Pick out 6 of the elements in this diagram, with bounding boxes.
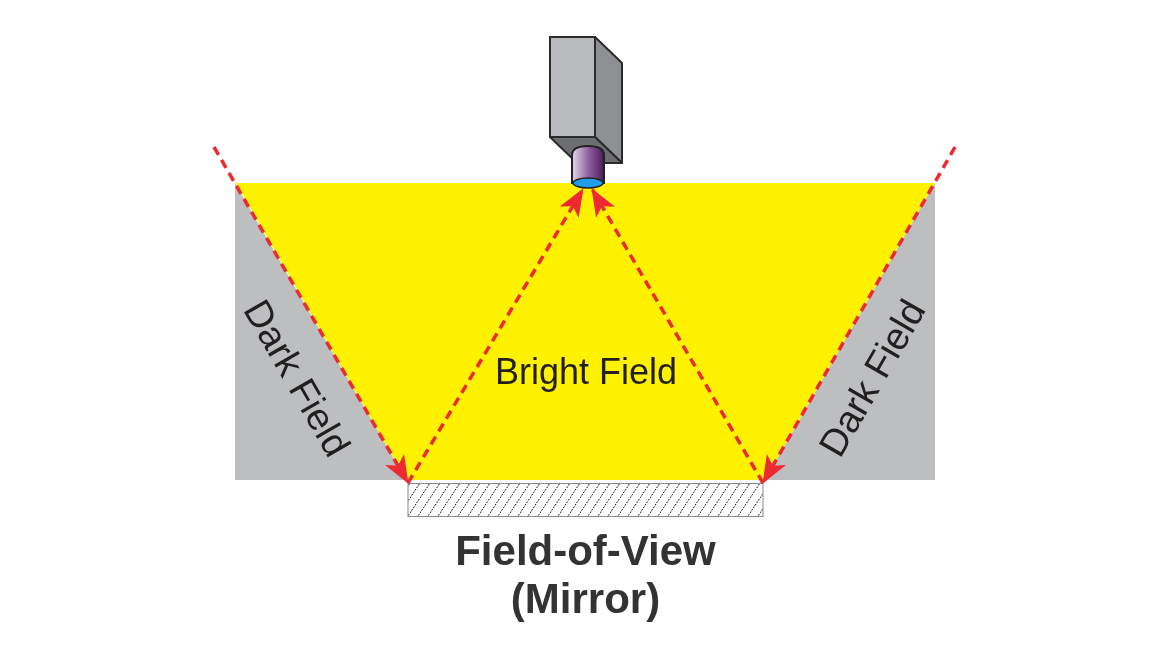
zone-label: Bright Field [494, 354, 678, 390]
light-ray-arrow [590, 188, 765, 484]
mirror-caption: Field-of-View (Mirror) [454, 527, 717, 623]
light-ray-arrow [212, 146, 410, 484]
light-ray-arrow [761, 146, 957, 484]
light-ray-arrow [406, 188, 585, 484]
